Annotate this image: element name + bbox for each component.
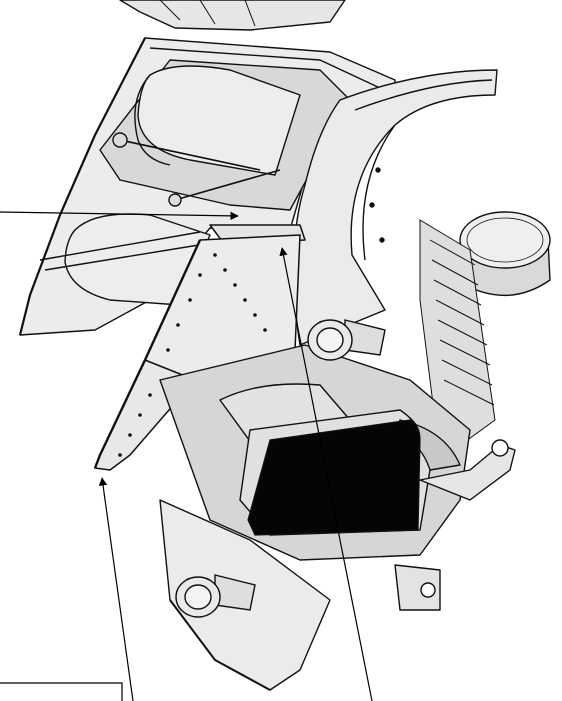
curved-duct — [292, 69, 498, 346]
leader-left — [0, 211, 239, 221]
battery-block — [247, 419, 421, 536]
leader-bottom-right — [279, 247, 373, 701]
upper-housing — [18, 0, 396, 336]
wheel-upper — [307, 319, 386, 361]
leader-bottom-left — [98, 477, 134, 701]
wheel-lower — [175, 574, 256, 618]
callout-leaders — [0, 211, 373, 701]
round-cap — [459, 211, 551, 296]
label-box-edge — [0, 682, 123, 701]
